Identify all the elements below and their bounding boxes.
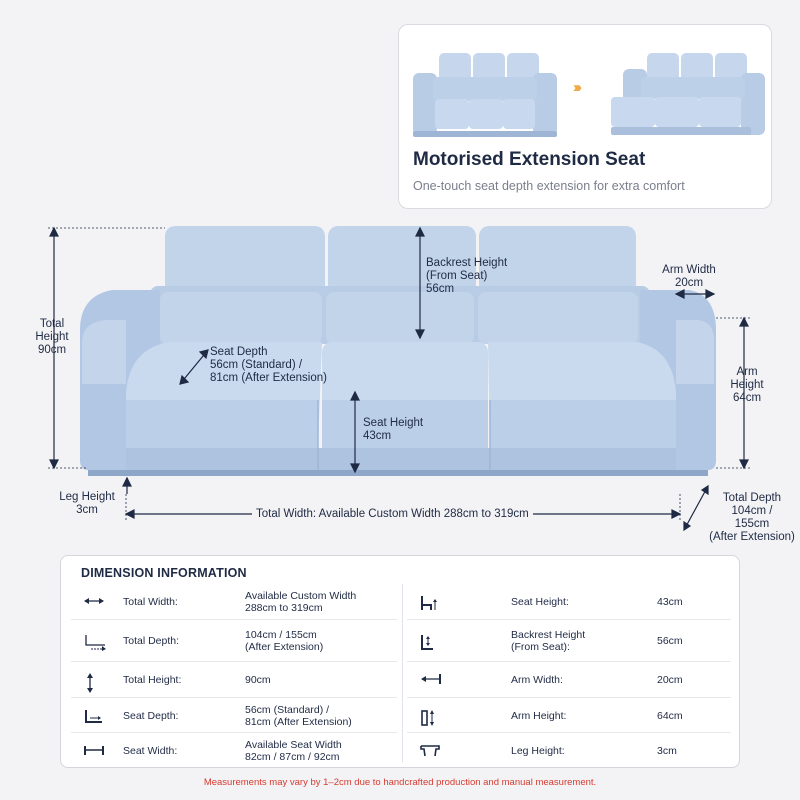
sofa-base — [126, 448, 676, 472]
dimension-row-label: Backrest Height(From Seat): — [511, 629, 585, 653]
total-height-label: Total Height 90cm — [35, 318, 69, 356]
dimension-row-label-line: (From Seat): — [511, 641, 570, 653]
dimension-row-value-line: 20cm — [657, 674, 683, 686]
backrest-height-icon — [419, 633, 439, 650]
arm-width-icon — [419, 672, 441, 688]
leg-height-label: Leg Height 3cm — [59, 491, 115, 516]
dimension-row-label-line: Seat Height: — [511, 595, 569, 608]
dimension-row-label-line: Backrest Height — [511, 629, 586, 641]
measurement-footnote: Measurements may vary by 1–2cm due to ha… — [203, 777, 597, 788]
dimension-row-value: 64cm — [657, 710, 683, 722]
dimension-row-label: Seat Height: — [511, 596, 569, 608]
sofa-extended-image — [611, 53, 765, 135]
vertical-arrow-icon — [83, 672, 103, 693]
feature-card: ››› Motorised Extension Seat One-touch s… — [398, 24, 772, 209]
feature-subtitle: One-touch seat depth extension for extra… — [413, 179, 685, 193]
dimension-row-label: Total Depth: — [123, 635, 179, 647]
arm-width-label: Arm Width 20cm — [662, 264, 716, 289]
dimension-row-value: 90cm — [245, 674, 271, 686]
dimension-row-label: Total Height: — [123, 674, 181, 686]
dimension-row: Backrest Height(From Seat): 56cm — [407, 619, 731, 661]
dimension-row: Arm Width: 20cm — [407, 661, 731, 697]
feature-title: Motorised Extension Seat — [413, 149, 646, 170]
leg-height-icon — [419, 743, 440, 759]
backrest-height-label: Backrest Height (From Seat) 56cm — [426, 257, 508, 295]
dimension-row-label: Arm Height: — [511, 710, 566, 722]
seat-height-label: Seat Height 43cm — [363, 417, 424, 442]
dimension-row-value-line: 90cm — [245, 674, 271, 686]
dimension-row-label-line: Leg Height: — [511, 744, 565, 757]
dimension-row-value-line: Available Seat Width — [245, 738, 342, 751]
dimension-row-value-line: 3cm — [657, 744, 677, 757]
sofa-standard-image — [413, 53, 557, 137]
dimension-row-label-line: Seat Depth: — [123, 709, 179, 722]
dimension-row-value: 104cm / 155cm(After Extension) — [245, 629, 323, 653]
total-depth-label: Total Depth 104cm / 155cm (After Extensi… — [709, 492, 795, 543]
dimension-row-label: Seat Width: — [123, 745, 177, 757]
seat-height-icon — [419, 594, 439, 610]
seat-depth-label: Seat Depth 56cm (Standard) / 81cm (After… — [210, 346, 327, 384]
panel-title: DIMENSION INFORMATION — [81, 566, 247, 580]
dimension-row: Total Height: 90cm — [71, 661, 397, 697]
backrest-cushion-left — [165, 226, 325, 294]
dimension-row-label-line: Seat Width: — [123, 744, 178, 757]
dimension-row-value: 3cm — [657, 745, 677, 757]
dimension-row-value-line: (After Extension) — [245, 641, 324, 653]
arm-height-label: Arm Height 64cm — [730, 366, 764, 404]
dimension-row-label: Seat Depth: — [123, 710, 178, 722]
dimension-row-value: 56cm — [657, 635, 683, 647]
arm-height-icon — [419, 708, 439, 726]
backrest-cushion-middle — [328, 226, 476, 294]
depth-arrow-icon — [83, 633, 106, 651]
dimension-row-value-line: Available Custom Width — [245, 589, 357, 602]
transition-arrows: ››› — [573, 79, 582, 96]
dimension-row-label-line: Arm Width: — [511, 674, 563, 686]
total-width-label: Total Width: Available Custom Width 288c… — [252, 508, 533, 521]
horizontal-arrow-icon — [83, 594, 104, 610]
dimension-row-label: Arm Width: — [511, 674, 563, 686]
dimension-row-label: Leg Height: — [511, 745, 565, 757]
dimension-row: Seat Depth: 56cm (Standard) /81cm (After … — [71, 697, 397, 732]
dimension-row-label-line: Total Depth: — [123, 635, 180, 647]
dimension-row-value-line: 82cm / 87cm / 92cm — [245, 750, 340, 763]
backrest-cushion-right — [479, 226, 636, 294]
dimension-row-value-line: 56cm — [657, 635, 683, 647]
dimension-row-label-line: Arm Height: — [511, 709, 567, 722]
dimension-row-label-line: Total Width: — [123, 595, 178, 608]
dimension-info-panel: DIMENSION INFORMATION Total Width: Availa… — [60, 555, 740, 768]
panel-divider — [402, 584, 403, 762]
dimension-row-value-line: 81cm (After Extension) — [245, 715, 352, 728]
seat-width-icon — [83, 743, 104, 759]
dimension-row-value-line: 43cm — [657, 595, 683, 608]
dimension-row: Seat Height: 43cm — [407, 584, 731, 619]
dimension-row-value-line: 56cm (Standard) / — [245, 703, 330, 716]
dimension-row-value-line: 64cm — [657, 709, 683, 722]
dimension-row-label: Total Width: — [123, 596, 178, 608]
dimension-row-value-line: 288cm to 319cm — [245, 601, 323, 614]
dimension-row-value: 56cm (Standard) /81cm (After Extension) — [245, 704, 352, 728]
seat-depth-icon — [83, 708, 103, 724]
dimension-row: Total Depth: 104cm / 155cm(After Extensio… — [71, 619, 397, 661]
dimension-row-value-line: 104cm / 155cm — [245, 629, 317, 641]
dimension-row-value: 20cm — [657, 674, 683, 686]
dimension-row-value: 43cm — [657, 596, 683, 608]
dimension-row-label-line: Total Height: — [123, 674, 182, 686]
dimension-row: Leg Height: 3cm — [407, 732, 731, 767]
dimension-row: Arm Height: 64cm — [407, 697, 731, 732]
